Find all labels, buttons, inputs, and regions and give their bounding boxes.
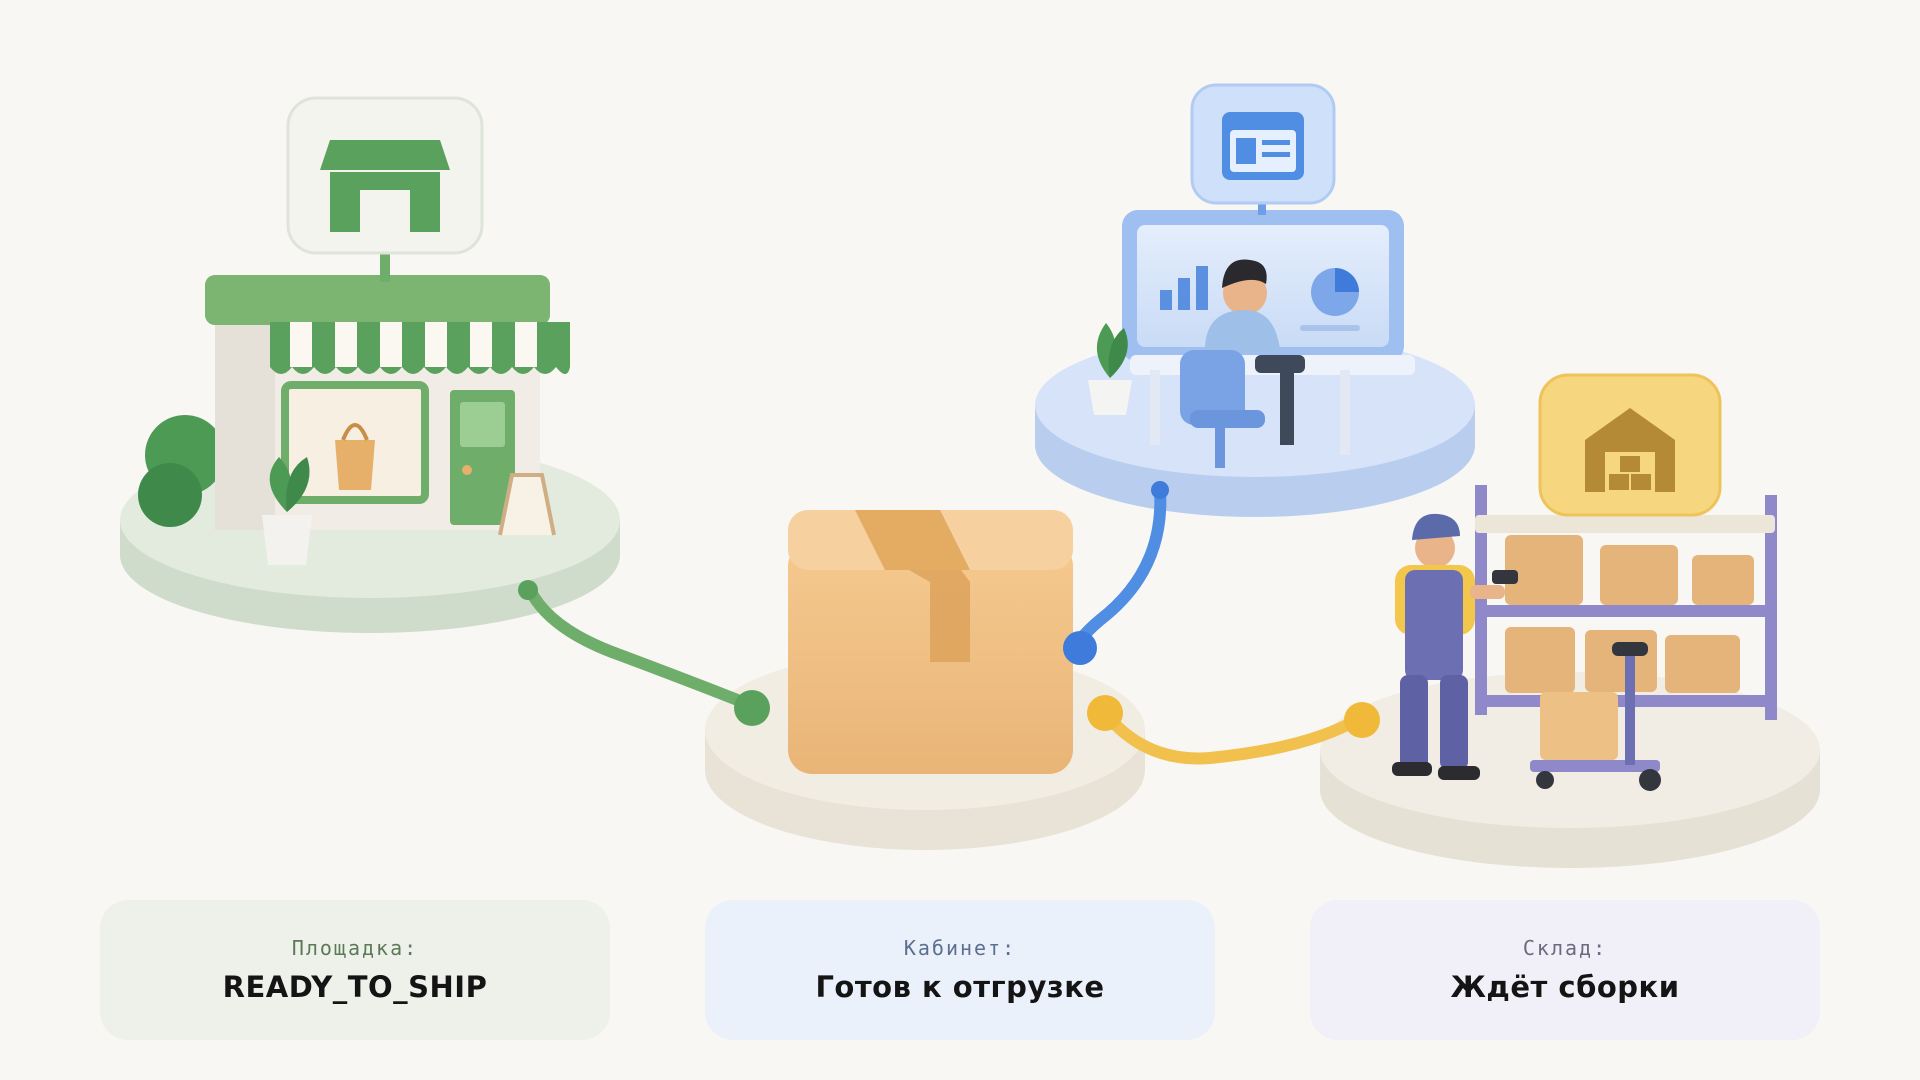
connector-store-to-box (518, 580, 770, 726)
shelving-rack (1475, 373, 1777, 720)
cardboard-box (788, 510, 1073, 774)
status-card-caption: Склад: (1522, 936, 1608, 960)
storefront-icon (320, 140, 450, 232)
connector-office-to-box (1063, 481, 1169, 665)
status-card-value: READY_TO_SHIP (222, 970, 488, 1004)
pie-chart-icon (1311, 268, 1359, 316)
warehouse-worker (1392, 513, 1518, 780)
status-card-value: Готов к отгрузке (815, 970, 1105, 1004)
warehouse-icon (1585, 408, 1675, 492)
status-card-caption: Кабинет: (903, 936, 1017, 960)
connector-box-to-warehouse (1087, 695, 1380, 765)
status-card-cabinet: Кабинет: Готов к отгрузке (705, 900, 1215, 1040)
pallet-jack (1530, 642, 1661, 791)
status-card-warehouse: Склад: Ждёт сборки (1310, 900, 1820, 1040)
status-card-caption: Площадка: (291, 936, 419, 960)
office-workstation (1088, 83, 1415, 468)
store-building (138, 96, 570, 565)
bar-chart-icon (1160, 266, 1208, 310)
status-card-value: Ждёт сборки (1450, 970, 1680, 1004)
status-card-platform: Площадка: READY_TO_SHIP (100, 900, 610, 1040)
awning (270, 322, 570, 374)
shopping-bag-icon (335, 423, 375, 490)
browser-window-icon (1222, 112, 1304, 180)
